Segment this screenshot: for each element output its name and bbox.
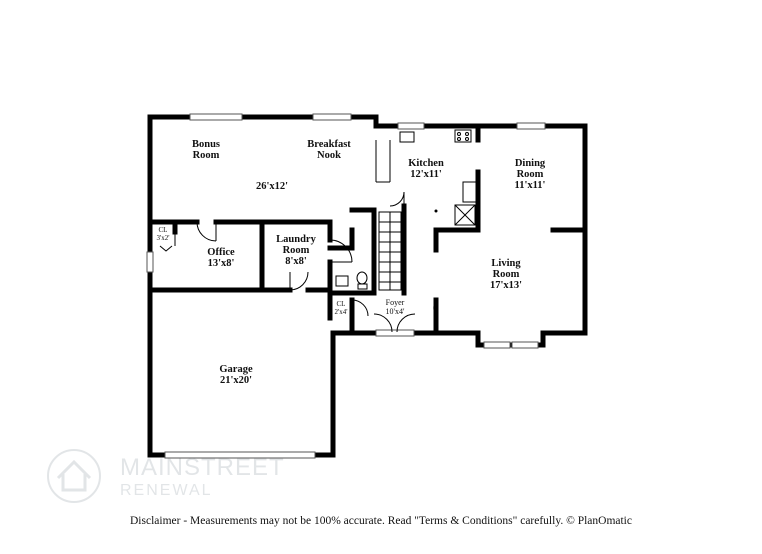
room-name: Room xyxy=(282,245,310,256)
room-dimensions: 3'x2' xyxy=(156,233,170,242)
room-name: CL xyxy=(158,226,168,234)
room-label-dining: Dining Room 11'x11' xyxy=(515,158,546,191)
room-name: Kitchen xyxy=(408,158,444,169)
watermark-line2: RENEWAL xyxy=(120,482,213,499)
room-name: Breakfast xyxy=(307,139,351,150)
fixtures xyxy=(159,129,478,290)
room-dimensions: 10'x4' xyxy=(385,307,405,316)
staircase xyxy=(378,211,402,291)
room-dimensions: 17'x13' xyxy=(489,280,523,291)
room-dimensions: 21'x20' xyxy=(219,375,253,386)
room-label-closet-foyer: CL 2'x4' xyxy=(334,300,348,316)
room-name: Nook xyxy=(317,150,341,161)
room-name: Bonus xyxy=(191,139,221,150)
room-dimensions: 26'x12' xyxy=(255,181,289,192)
house-logo-icon xyxy=(47,449,101,503)
room-label-laundry: Laundry Room 8'x8' xyxy=(276,234,316,267)
room-name: Dining xyxy=(514,158,546,169)
room-label-garage: Garage 21'x20' xyxy=(219,364,252,386)
room-label-breakfast-nook: Breakfast Nook xyxy=(307,139,351,161)
door-swings xyxy=(196,191,437,333)
interior-walls xyxy=(147,123,588,336)
room-dimensions: 13'x8' xyxy=(207,258,235,269)
room-name: Office xyxy=(207,247,235,258)
room-dimensions: 11'x11' xyxy=(514,180,546,191)
room-label-bonus: Bonus Room xyxy=(192,139,220,161)
room-label-office: Office 13'x8' xyxy=(207,247,234,269)
room-label-kitchen: Kitchen 12'x11' xyxy=(408,158,444,180)
watermark-line1: MAINSTREET xyxy=(120,454,285,481)
room-dimensions: 2'x4' xyxy=(334,307,348,316)
watermark: MAINSTREET RENEWAL xyxy=(44,446,304,510)
room-name: Room xyxy=(492,269,520,280)
room-label-closet-office: CL 3'x2' xyxy=(156,226,170,242)
room-name: Room xyxy=(192,150,220,161)
room-dimensions: 12'x11' xyxy=(410,169,442,180)
room-name: Garage xyxy=(219,364,253,375)
room-label-living: Living Room 17'x13' xyxy=(490,258,522,291)
room-name: Foyer xyxy=(385,298,405,307)
room-name: Room xyxy=(516,169,544,180)
room-name: Laundry xyxy=(276,234,316,245)
room-name: CL xyxy=(336,300,346,308)
room-dims-breakfast-nook: 26'x12' xyxy=(256,181,288,192)
room-label-foyer: Foyer 10'x4' xyxy=(386,298,405,316)
disclaimer-text: Disclaimer - Measurements may not be 100… xyxy=(130,515,632,527)
room-name: Living xyxy=(491,258,521,269)
room-dimensions: 8'x8' xyxy=(285,256,307,267)
windows xyxy=(146,113,546,349)
garage-door xyxy=(164,451,316,459)
